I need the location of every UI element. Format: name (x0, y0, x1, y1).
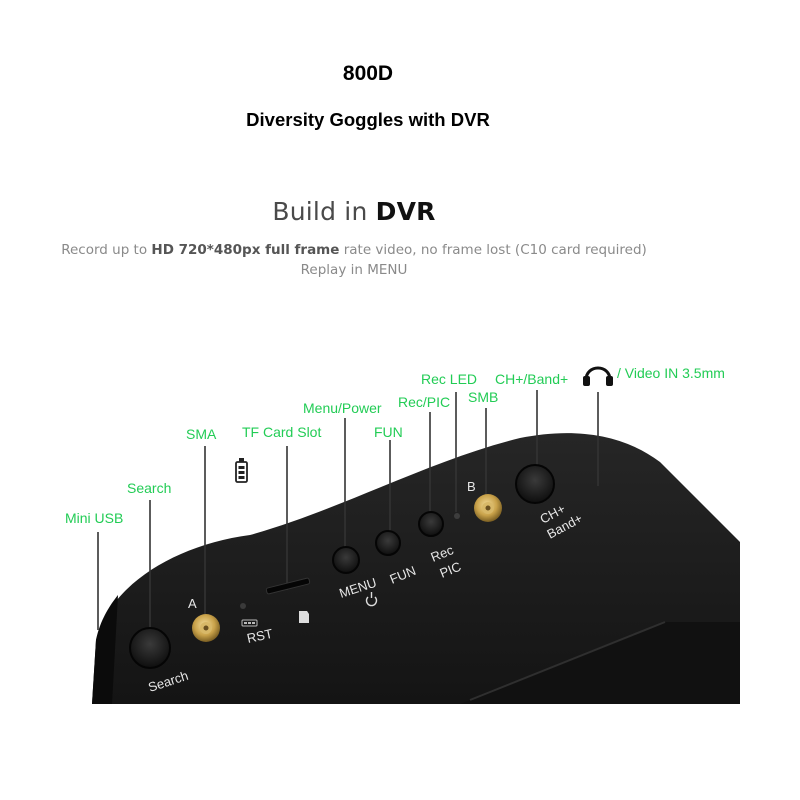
tf-card-slot (265, 577, 311, 595)
callout-ch-band: CH+/Band+ (495, 371, 569, 387)
menu-power-button (332, 546, 360, 574)
device-label-rst: RST (246, 626, 275, 646)
callout-sma: SMA (186, 426, 217, 442)
product-subtitle: Diversity Goggles with DVR (246, 109, 490, 130)
product-model-title: 800D (342, 62, 394, 85)
callout-video-in: / Video IN 3.5mm (617, 365, 725, 381)
device-label-a: A (188, 596, 197, 611)
device-bottom-edge (460, 622, 740, 704)
device-seam (469, 621, 666, 701)
callout-rec-pic: Rec/PIC (398, 394, 451, 410)
battery-level-icon (241, 619, 258, 627)
dvr-heading-strong: DVR (375, 197, 436, 226)
dvr-desc-post: rate video, no frame lost (C10 card requ… (339, 242, 647, 258)
sd-card-icon (299, 611, 309, 623)
device-body (92, 433, 740, 704)
power-icon (365, 592, 378, 607)
callout-smb: SMB (468, 389, 499, 405)
callout-mini-usb: Mini USB (65, 510, 124, 526)
headphones-icon (583, 366, 613, 386)
rec-pic-button (418, 511, 444, 537)
battery-icon (235, 458, 248, 483)
callout-search: Search (127, 480, 172, 496)
fun-button (375, 530, 401, 556)
ch-band-button (515, 464, 555, 504)
dvr-heading-prefix: Build in (272, 197, 376, 226)
dvr-desc-pre: Record up to (61, 242, 152, 258)
sma-connector-a (192, 614, 220, 642)
dvr-description-line2: Replay in MENU (300, 262, 408, 278)
callout-menu-power: Menu/Power (303, 400, 382, 416)
dvr-description: Record up to HD 720*480px full frame rat… (0, 242, 708, 258)
dvr-heading: Build in DVR (0, 197, 708, 226)
callout-fun: FUN (374, 424, 403, 440)
callout-rec-led: Rec LED (421, 371, 478, 387)
device-label-b: B (467, 479, 476, 494)
search-button (129, 627, 171, 669)
callout-tf-card-slot: TF Card Slot (242, 424, 322, 440)
rec-led (454, 513, 460, 519)
battery-led (240, 603, 246, 609)
smb-connector-b (474, 494, 502, 522)
dvr-desc-strong: HD 720*480px full frame (151, 242, 340, 258)
device-side-shade (92, 595, 118, 704)
